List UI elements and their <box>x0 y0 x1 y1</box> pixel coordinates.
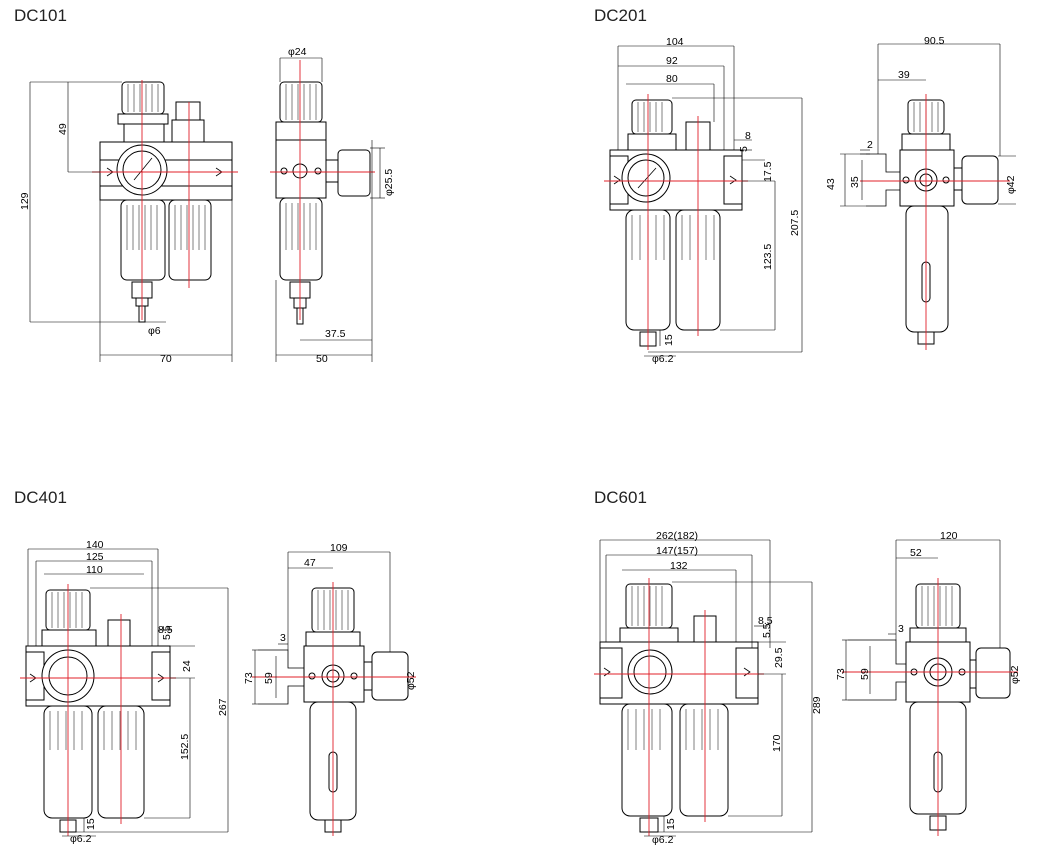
dim-dc201-sw1: 90.5 <box>924 35 945 47</box>
dim-dc201-h2: 35 <box>849 176 861 188</box>
dim-dc601-w3: 132 <box>670 560 688 572</box>
dim-dc401-small: 3 <box>280 632 286 644</box>
dim-dc401-port: φ6.2 <box>70 833 92 845</box>
dim-dc601-h2: 59 <box>859 668 871 680</box>
dim-dc601-w2: 147(157) <box>656 545 698 557</box>
dim-dc401-w3: 110 <box>86 564 103 576</box>
dim-dc401-w1: 140 <box>86 539 104 551</box>
dim-dc401-ra: 8.5 <box>158 624 173 636</box>
dim-dc601-sw2: 52 <box>910 547 922 559</box>
dc201-side-view <box>840 43 1016 350</box>
dim-dc201-port: φ6.2 <box>652 353 674 365</box>
dim-dc601-rb: 5.5 <box>761 623 773 638</box>
title-dc401: DC401 <box>14 488 67 507</box>
dim-dc401-rc: 24 <box>181 660 193 672</box>
dim-dc401-sw1: 109 <box>330 542 348 554</box>
dim-dc601-hdrain: 15 <box>665 818 677 830</box>
dim-dc201-hmid: 123.5 <box>762 244 774 270</box>
dim-dc601-port: φ6.2 <box>652 834 674 846</box>
dim-dc101-offset: 37.5 <box>325 328 346 340</box>
dim-dc401-gauge: φ52 <box>405 671 417 690</box>
dc601-front-view <box>594 539 813 837</box>
dim-dc401-hmid: 152.5 <box>179 734 191 760</box>
dim-dc401-rb: 5.5 <box>161 625 173 640</box>
dim-dc201-w3: 80 <box>666 73 678 85</box>
dim-dc201-w1: 104 <box>666 36 684 48</box>
dim-dc101-top: 49 <box>57 123 69 135</box>
dim-dc101-sidewidth: 50 <box>316 353 328 365</box>
dim-dc601-h1: 73 <box>835 668 847 680</box>
dim-dc601-htotal: 289 <box>811 696 823 714</box>
dim-dc101-topdia: φ24 <box>288 46 307 58</box>
dim-dc201-htotal: 207.5 <box>789 210 801 236</box>
dim-dc201-rb: 5 <box>738 146 750 152</box>
dc101-front-view <box>29 80 238 362</box>
dim-dc101-gaugedia: φ25.5 <box>383 169 395 196</box>
dim-dc201-gauge: φ42 <box>1005 175 1017 194</box>
dc401-side-view <box>252 551 416 836</box>
dim-dc401-h2: 59 <box>263 672 275 684</box>
dim-dc101-port: φ6 <box>148 325 161 337</box>
dim-dc401-sw2: 47 <box>304 557 316 569</box>
dim-dc601-hmid: 170 <box>771 734 783 752</box>
dim-dc601-small: 3 <box>898 623 904 635</box>
dim-dc401-w2: 125 <box>86 551 104 563</box>
dim-dc101-height: 129 <box>19 192 31 210</box>
title-dc101: DC101 <box>14 6 67 25</box>
title-dc601: DC601 <box>594 488 647 507</box>
dim-dc601-w1: 262(182) <box>656 530 698 542</box>
dim-dc401-h1: 73 <box>243 672 255 684</box>
title-dc201: DC201 <box>594 6 647 25</box>
dc201-front-view <box>604 45 803 357</box>
dim-dc601-rc: 29.5 <box>773 647 785 668</box>
dim-dc401-htotal: 267 <box>217 698 229 716</box>
dim-dc101-width: 70 <box>160 353 172 365</box>
dim-dc201-ra: 8 <box>745 130 751 142</box>
dim-dc201-hdrain: 15 <box>663 334 675 346</box>
dim-dc601-sw1: 120 <box>940 530 958 542</box>
dc601-side-view <box>842 539 1018 836</box>
dc401-front-view <box>20 548 229 837</box>
dim-dc601-gauge: φ52 <box>1009 665 1021 684</box>
dim-dc201-rc: 17.5 <box>762 161 774 182</box>
dim-dc201-w2: 92 <box>666 55 678 67</box>
dim-dc401-hdrain: 15 <box>85 818 97 830</box>
dim-dc201-small: 2 <box>867 139 873 151</box>
dim-dc201-sw2: 39 <box>898 69 910 81</box>
dc101-side-view <box>270 57 385 362</box>
dim-dc601-ra: 8.5 <box>758 615 773 627</box>
dim-dc201-h1: 43 <box>825 178 837 190</box>
